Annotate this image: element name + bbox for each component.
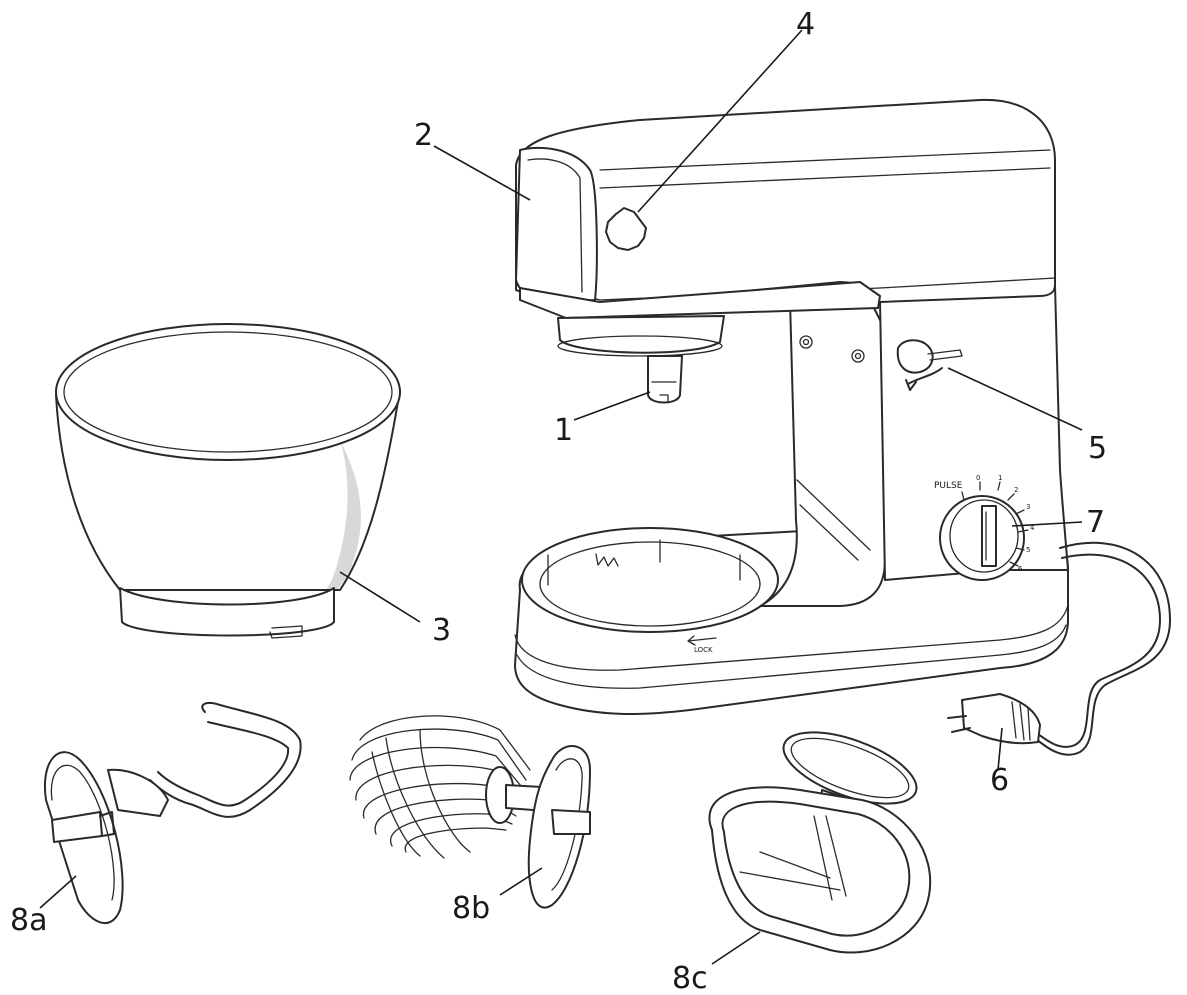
dough-hook [43, 702, 302, 924]
leader-lines [39, 29, 1083, 965]
outlet-cap-knob [605, 207, 647, 251]
dial-label-3: 3 [1026, 503, 1030, 511]
callout-4: 4 [796, 7, 815, 42]
callout-8b: 8b [452, 891, 490, 926]
callout-8c: 8c [672, 961, 708, 995]
dial-label-4: 4 [1030, 524, 1035, 532]
bowl-seat [521, 527, 779, 633]
callout-3: 3 [432, 613, 451, 648]
callout-5: 5 [1088, 431, 1107, 466]
dial-label-0: 0 [976, 474, 980, 482]
tilt-lever [896, 339, 934, 374]
dial-label-2: 2 [1014, 486, 1018, 494]
dial-label-6: 6 [1018, 565, 1023, 573]
balloon-whisk [349, 715, 591, 909]
power-cord [1029, 541, 1171, 756]
mixing-bowl [55, 323, 401, 639]
lock-label: LOCK [694, 646, 713, 654]
dial-label-1: 1 [998, 474, 1002, 482]
callout-6: 6 [990, 763, 1009, 798]
callout-1: 1 [554, 413, 573, 448]
callout-2: 2 [414, 118, 433, 153]
callout-8a: 8a [10, 903, 47, 938]
dial-label-5: 5 [1026, 546, 1030, 554]
drive-housing [557, 315, 725, 354]
speed-dial[interactable] [939, 481, 1029, 581]
callout-7: 7 [1086, 505, 1105, 540]
flat-beater [708, 731, 932, 954]
front-cover [515, 146, 598, 303]
drive-shaft [647, 355, 683, 404]
stand-mixer: LOCK PULS [514, 98, 1171, 756]
dial-label-pulse: PULSE [934, 481, 963, 491]
